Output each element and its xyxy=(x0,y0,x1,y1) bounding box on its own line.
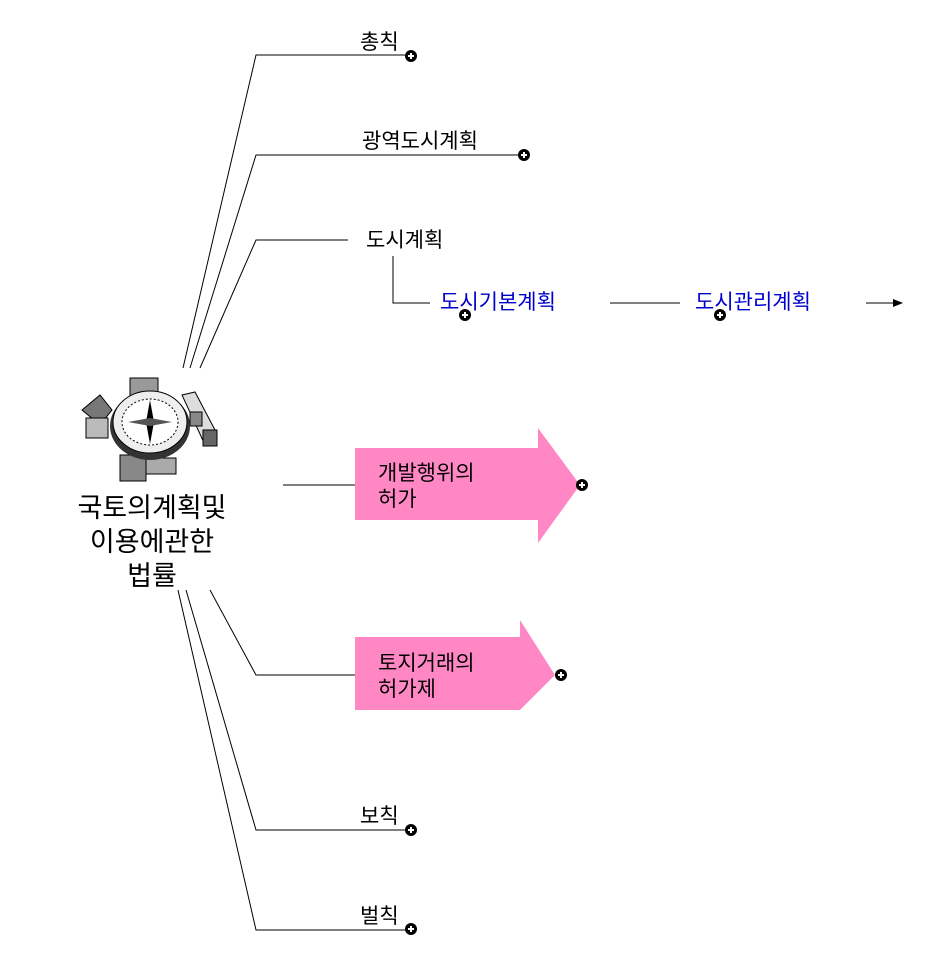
arrow-head-icon xyxy=(893,299,903,307)
branch-metropolitan-plan[interactable]: 광역도시계획 xyxy=(362,129,478,153)
branch-supplementary-provisions[interactable]: 보칙 xyxy=(360,804,399,828)
central-topic-line: 법률 xyxy=(127,561,177,592)
branch-development-permit[interactable]: 개발행위의 허가 xyxy=(378,460,475,512)
central-topic[interactable]: 국토의계획및 이용에관한 법률 xyxy=(42,492,262,594)
central-topic-line: 이용에관한 xyxy=(89,527,215,558)
central-topic-line: 국토의계획및 xyxy=(77,493,227,524)
compass-town-icon xyxy=(81,377,218,482)
child-basic-urban-plan[interactable]: 도시기본계획 xyxy=(440,290,556,314)
branch-land-transaction-permit[interactable]: 토지거래의 허가제 xyxy=(378,650,475,702)
child-urban-management-plan[interactable]: 도시관리계획 xyxy=(695,290,811,314)
branch-arrow-dev-permit[interactable] xyxy=(355,428,580,543)
branch-label-line: 개발행위의 xyxy=(378,461,475,485)
branch-label-line: 토지거래의 xyxy=(378,651,475,675)
branch-arrow-land-permit[interactable] xyxy=(355,620,555,710)
branch-label-line: 허가제 xyxy=(378,677,436,701)
branch-penal-provisions[interactable]: 벌칙 xyxy=(360,904,399,928)
branch-label-line: 허가 xyxy=(378,487,417,511)
branch-urban-plan[interactable]: 도시계획 xyxy=(366,228,444,252)
branch-general-provisions[interactable]: 총칙 xyxy=(360,30,399,54)
